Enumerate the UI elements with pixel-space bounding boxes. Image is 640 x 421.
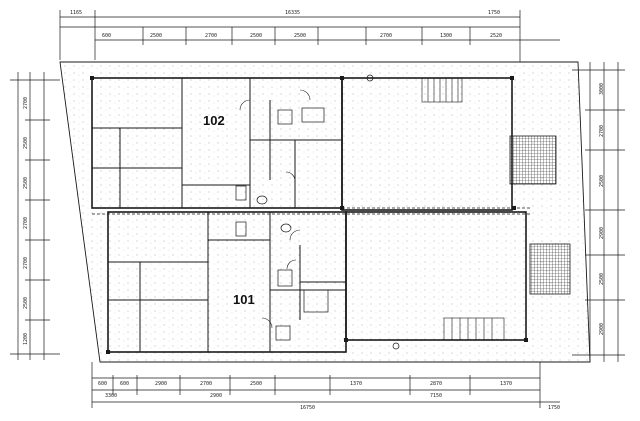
top-dimension-lines (59, 10, 560, 62)
unit-102-label: 102 (203, 113, 225, 128)
hatched-ramp-upper (509, 135, 557, 185)
top-dim-3: 2700 (205, 33, 218, 39)
right-dim-1: 3000 (599, 82, 606, 96)
right-dim-2: 2700 (599, 124, 606, 138)
left-dimension-lines (10, 72, 60, 360)
right-dim-6: 2900 (599, 322, 606, 336)
bottom-dim-7: 2870 (430, 381, 443, 387)
bottom-overall-dim-1: 3300 (105, 393, 118, 399)
top-overall-dim-2: 16335 (285, 10, 301, 16)
left-dim-5: 2700 (23, 256, 30, 270)
top-dim-5: 2500 (294, 33, 307, 39)
bottom-dim-2: 600 (120, 381, 130, 387)
left-dim-7: 1200 (23, 332, 30, 346)
fixtures (235, 74, 400, 350)
left-dim-3: 2500 (23, 176, 30, 190)
right-dim-3: 2500 (599, 174, 606, 188)
left-dim-4: 2700 (23, 216, 30, 230)
bottom-overall-dim-4: 7150 (430, 393, 443, 399)
columns (90, 76, 528, 354)
top-dim-8: 2520 (490, 33, 503, 39)
left-dim-1: 2700 (23, 96, 30, 110)
bottom-dim-3: 2900 (155, 381, 168, 387)
hatched-ramp-lower (529, 243, 571, 295)
unit-101-label: 101 (233, 292, 255, 307)
bottom-overall-dim-3: 16750 (300, 405, 316, 411)
interior-partitions (92, 78, 346, 352)
bottom-dimension-lines (91, 362, 560, 408)
stairs-lower (443, 317, 505, 341)
bottom-dim-1: 600 (98, 381, 108, 387)
bottom-dim-8: 1370 (500, 381, 513, 387)
bottom-dim-4: 2700 (200, 381, 213, 387)
bottom-overall-dim-2: 2900 (210, 393, 223, 399)
door-swings (239, 89, 311, 329)
top-overall-dim-1: 1165 (70, 10, 83, 16)
top-dim-2: 2500 (150, 33, 163, 39)
top-dim-1: 600 (102, 33, 112, 39)
top-dim-7: 1300 (440, 33, 453, 39)
left-dim-2: 2500 (23, 136, 30, 150)
bottom-dim-6: 1370 (350, 381, 363, 387)
right-dimension-lines (572, 62, 625, 362)
central-corridor (92, 207, 530, 215)
top-overall-dim-3: 1750 (488, 10, 501, 16)
top-dim-4: 2500 (250, 33, 263, 39)
top-dim-6: 2700 (380, 33, 393, 39)
stairs-upper (421, 77, 463, 103)
right-dim-4: 2900 (599, 226, 606, 240)
left-dim-6: 2500 (23, 296, 30, 310)
bottom-dim-5: 2500 (250, 381, 263, 387)
right-dim-5: 2500 (599, 272, 606, 286)
bottom-overall-dim-5: 1750 (548, 405, 561, 411)
